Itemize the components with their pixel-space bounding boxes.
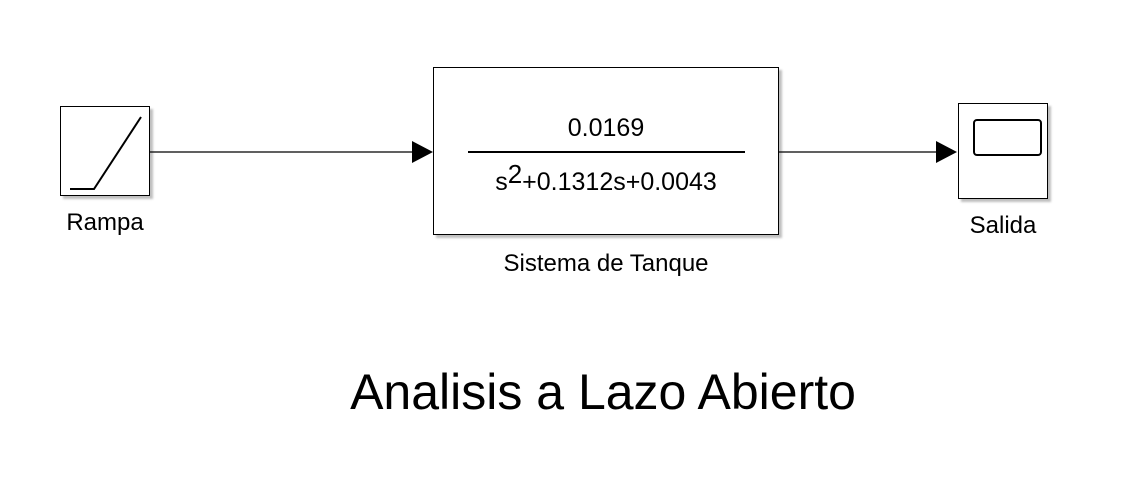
transfer-function-block[interactable]: 0.0169 s2+0.1312s+0.0043 bbox=[433, 67, 779, 235]
tf-denominator: s2+0.1312s+0.0043 bbox=[434, 161, 778, 197]
signal-line-tank-to-scope[interactable] bbox=[779, 141, 957, 163]
ramp-icon bbox=[70, 116, 142, 190]
tf-denominator-rest: +0.1312s+0.0043 bbox=[522, 168, 717, 196]
signal-line-ramp-to-tank[interactable] bbox=[150, 141, 433, 163]
scope-icon bbox=[973, 119, 1042, 156]
tf-numerator: 0.0169 bbox=[567, 114, 645, 142]
transfer-function-label: Sistema de Tanque bbox=[503, 250, 709, 277]
tf-denominator-exponent: 2 bbox=[507, 158, 523, 189]
scope-label: Salida bbox=[969, 212, 1037, 239]
scope-block[interactable] bbox=[958, 103, 1048, 199]
arrowhead-icon bbox=[412, 141, 433, 163]
diagram-title: Analisis a Lazo Abierto bbox=[350, 364, 856, 420]
arrowhead-icon bbox=[936, 141, 957, 163]
ramp-block[interactable] bbox=[60, 106, 150, 196]
ramp-label: Rampa bbox=[66, 209, 144, 236]
tf-denominator-s: s bbox=[495, 168, 508, 196]
fraction-bar bbox=[468, 151, 745, 153]
